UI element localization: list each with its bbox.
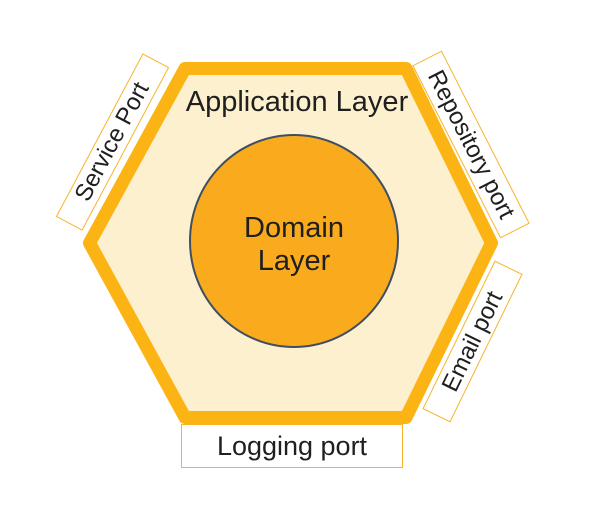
domain-layer-circle [189,134,399,348]
domain-layer-label: Domain Layer [244,212,344,277]
port-label-logging: Logging port [216,430,368,461]
application-layer-label: Application Layer [185,86,409,118]
port-box-logging: Logging port [181,424,403,468]
